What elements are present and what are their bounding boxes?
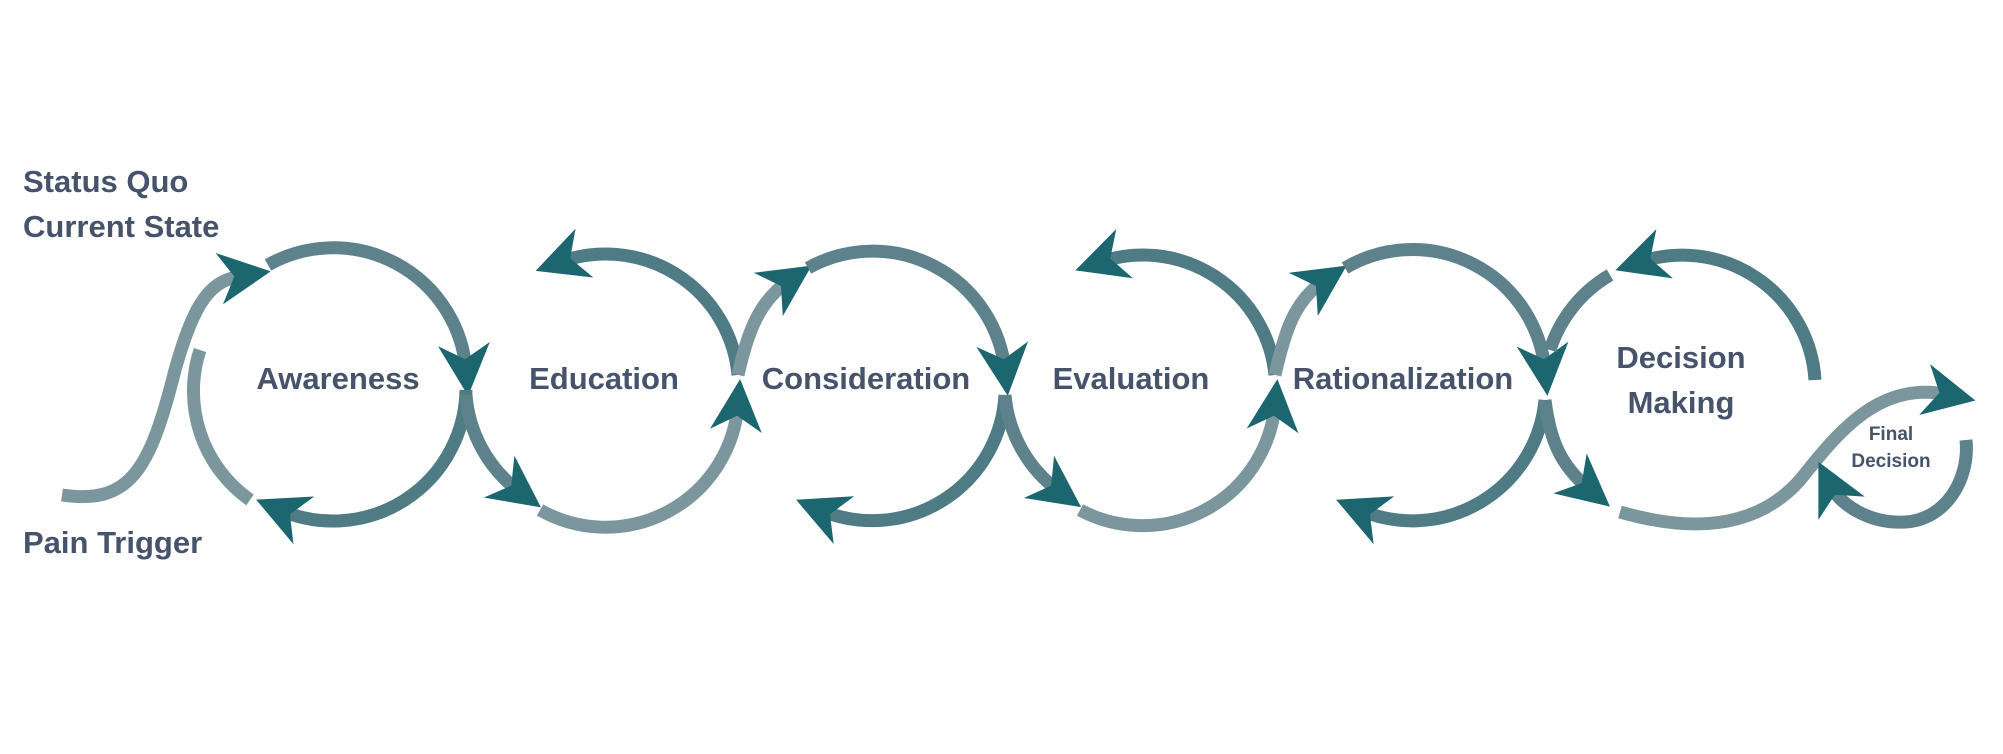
education-bottom-arrow <box>536 379 762 534</box>
decision-making-left-arc <box>1543 269 1614 353</box>
final-decision-label-line1: Final <box>1869 424 1913 445</box>
consideration-upper-left-arrow <box>731 265 812 377</box>
final-decision-label-line2: Decision <box>1851 451 1930 472</box>
education-left-arrow <box>459 394 541 508</box>
stage-evaluation-label: Evaluation <box>1053 361 1210 396</box>
decision-making-lower-left-arrow <box>1538 399 1610 507</box>
final-decision-s-curve <box>1618 364 1976 531</box>
evaluation-top-arrow <box>1075 229 1282 376</box>
final-decision-loop-arrow <box>1818 439 1973 529</box>
awareness-left-arc <box>187 347 254 506</box>
rationalization-upper-left-arrow <box>1268 265 1347 377</box>
consideration-top-arrow <box>804 244 1029 396</box>
stage-education-label: Education <box>529 361 679 396</box>
decision-making-top-arrow <box>1615 229 1822 381</box>
education-top-arrow <box>535 228 745 376</box>
stage-awareness-label: Awareness <box>256 361 419 396</box>
evaluation-bottom-arrow <box>1076 379 1299 533</box>
awareness-top-arrow <box>264 241 490 396</box>
rationalization-top-arrow <box>1341 243 1569 396</box>
current-state-label: Current State <box>23 209 219 244</box>
stage-rationalization-label: Rationalization <box>1293 361 1513 396</box>
stage-decision-label-line2: Making <box>1628 385 1735 420</box>
pain-trigger-label: Pain Trigger <box>23 525 202 560</box>
pain-trigger-arrow <box>61 252 271 504</box>
awareness-bottom-arrow <box>256 389 473 545</box>
status-quo-label: Status Quo <box>23 164 188 199</box>
stage-consideration-label: Consideration <box>762 361 970 396</box>
consideration-bottom-arrow <box>796 394 1012 545</box>
stage-decision-label-line1: Decision <box>1616 340 1745 375</box>
rationalization-bottom-arrow <box>1336 399 1552 545</box>
evaluation-left-arrow <box>998 394 1082 508</box>
